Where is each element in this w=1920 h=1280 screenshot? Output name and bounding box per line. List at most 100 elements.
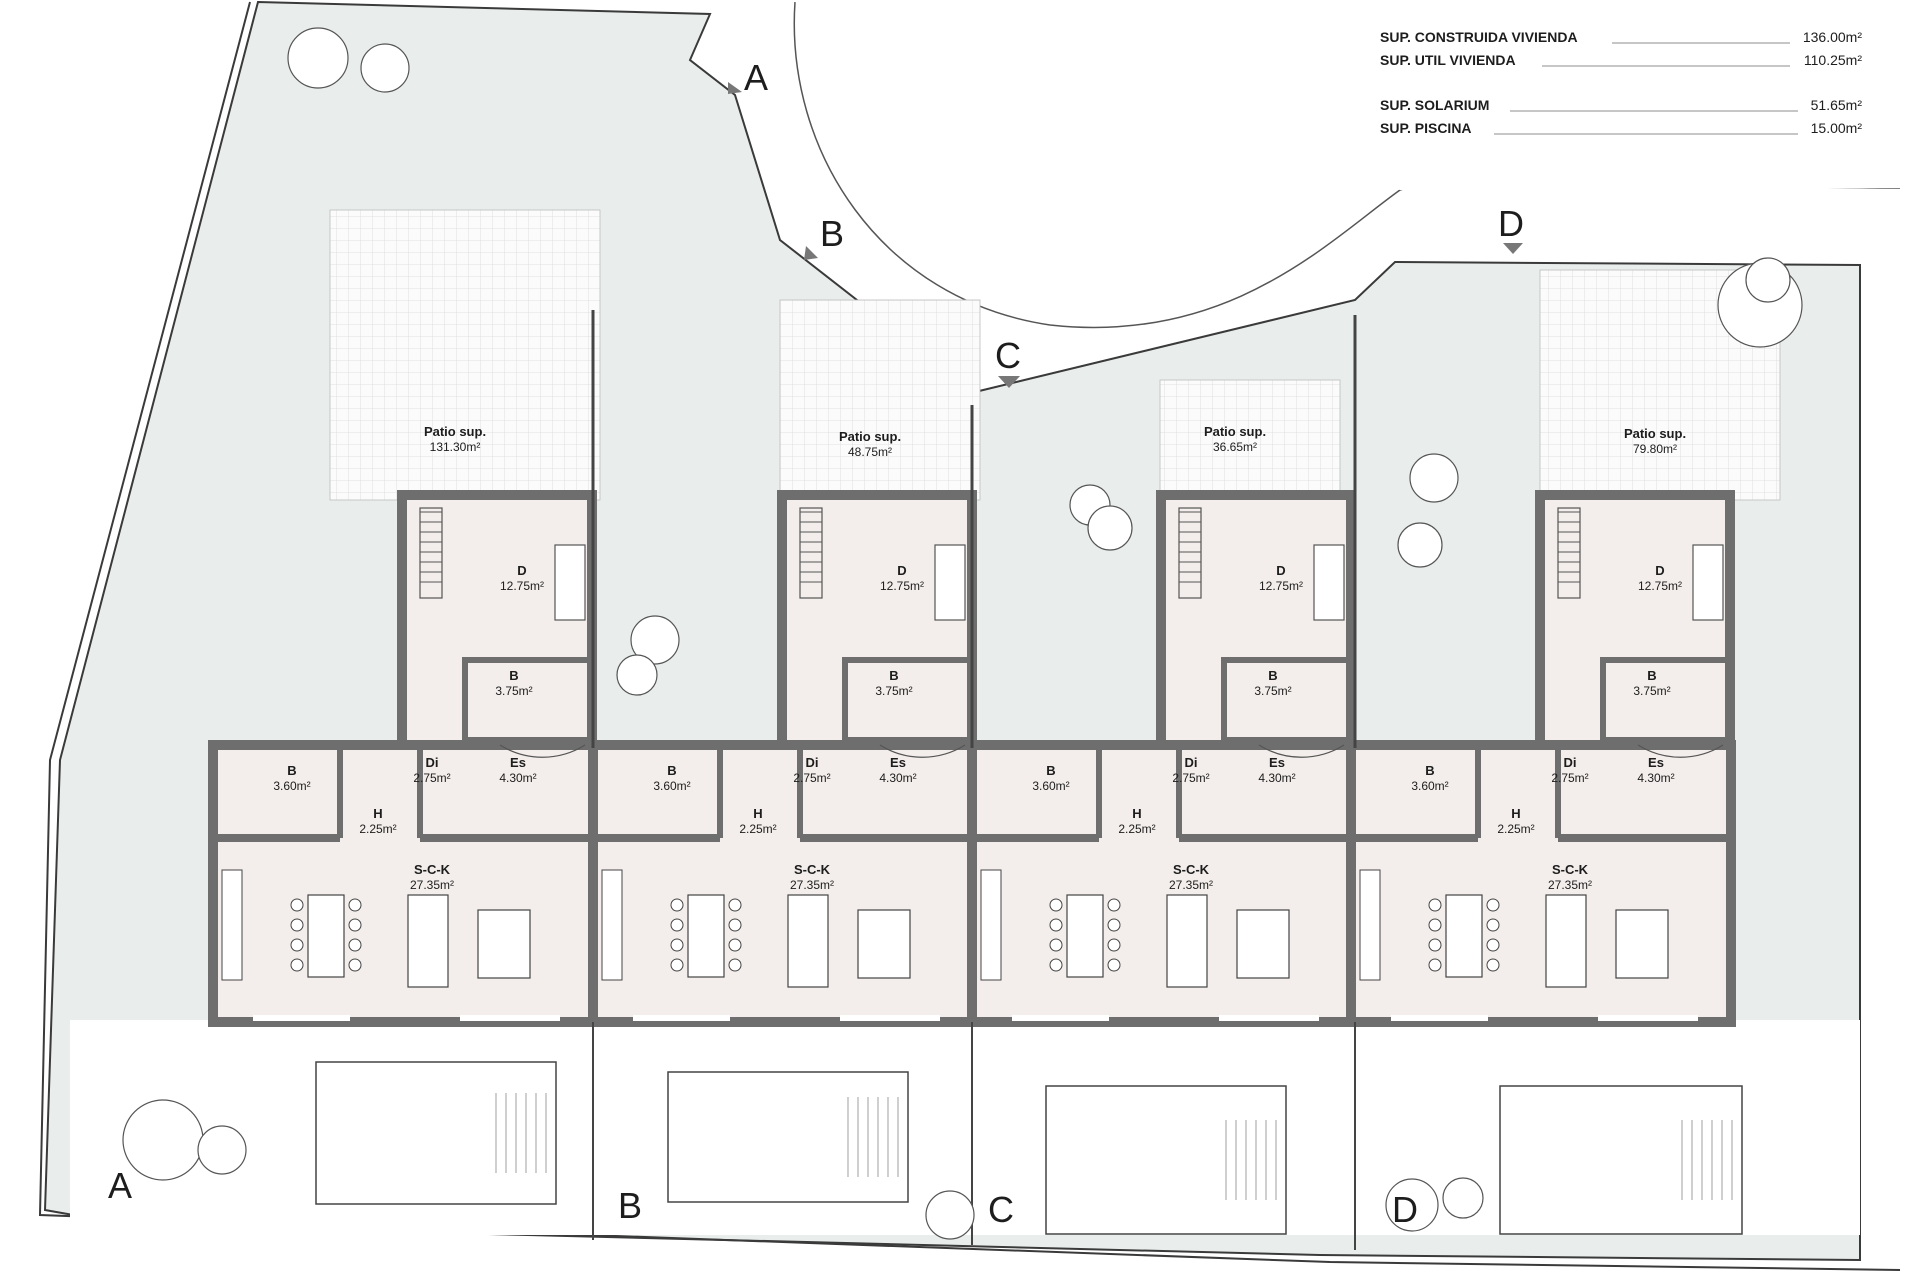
bed — [934, 544, 966, 621]
section-arrow-a-top — [728, 82, 742, 94]
room-area: 2.25m² — [359, 822, 396, 836]
rug — [1615, 909, 1669, 979]
patio-name: Patio sup. — [1204, 424, 1266, 439]
room-area: 2.25m² — [1497, 822, 1534, 836]
room-area: 3.75m² — [875, 684, 912, 698]
pool-1 — [315, 1061, 557, 1205]
room-name: D — [897, 563, 906, 578]
room-name: D — [517, 563, 526, 578]
room-name: S-C-K — [414, 862, 451, 877]
summary-value-2: 51.65m² — [1811, 97, 1863, 113]
pool-4 — [1499, 1085, 1743, 1235]
kitchen-counter — [980, 869, 1002, 981]
summary-value-1: 110.25m² — [1804, 52, 1862, 68]
pool-3 — [1045, 1085, 1287, 1235]
section-label-d-bottom: D — [1392, 1189, 1418, 1230]
room-area: 3.60m² — [273, 779, 310, 793]
room-area: 27.35m² — [790, 878, 834, 892]
room-name: H — [753, 806, 762, 821]
kitchen-counter — [601, 869, 623, 981]
room-area: 3.60m² — [653, 779, 690, 793]
patio-name: Patio sup. — [424, 424, 486, 439]
room-area: 2.25m² — [739, 822, 776, 836]
section-markers: A B C D A B C D — [108, 57, 1524, 1230]
room-area: 27.35m² — [410, 878, 454, 892]
room-name: Di — [426, 755, 439, 770]
tree-symbol — [1442, 1177, 1484, 1219]
room-area: 2.75m² — [1172, 771, 1209, 785]
room-area: 2.25m² — [1118, 822, 1155, 836]
room-name: Es — [1269, 755, 1285, 770]
section-label-b-top: B — [820, 213, 844, 254]
site-outer-line — [38, 1, 1901, 1271]
bed — [554, 544, 586, 621]
room-area: 12.75m² — [500, 579, 544, 593]
room-name: Es — [510, 755, 526, 770]
summary-value-3: 15.00m² — [1811, 120, 1863, 136]
sofa — [1166, 894, 1208, 988]
kitchen-counter — [221, 869, 243, 981]
room-name: D — [1655, 563, 1664, 578]
tree-symbol — [1385, 1178, 1439, 1232]
room-area: 2.75m² — [1551, 771, 1588, 785]
sofa — [1545, 894, 1587, 988]
room-name: H — [1132, 806, 1141, 821]
patio-area: 48.75m² — [848, 445, 892, 459]
rug — [1236, 909, 1290, 979]
room-area: 4.30m² — [499, 771, 536, 785]
tree-symbol — [1087, 505, 1133, 551]
section-arrow-b-top — [804, 246, 818, 260]
tree-symbol — [1409, 453, 1459, 503]
patio-name: Patio sup. — [839, 429, 901, 444]
section-label-a-bottom: A — [108, 1165, 132, 1206]
tree-symbol — [925, 1190, 975, 1240]
room-area: 4.30m² — [879, 771, 916, 785]
room-area: 4.30m² — [1637, 771, 1674, 785]
summary-label-1: SUP. UTIL VIVIENDA — [1380, 52, 1516, 68]
tree-symbol — [1745, 257, 1791, 303]
tree-symbol — [360, 43, 410, 93]
tree-symbol — [1397, 522, 1443, 568]
room-area: 12.75m² — [880, 579, 924, 593]
section-label-b-bottom: B — [618, 1185, 642, 1226]
room-name: D — [1276, 563, 1285, 578]
patio-tiles — [329, 209, 601, 501]
summary-value-0: 136.00m² — [1803, 29, 1862, 45]
patio-area: 36.65m² — [1213, 440, 1257, 454]
unit-1: Patio sup.131.30m²D12.75m²B3.75m²Di2.75m… — [208, 209, 601, 1027]
section-label-c-bottom: C — [988, 1189, 1014, 1230]
section-label-d-top: D — [1498, 203, 1524, 244]
rug — [857, 909, 911, 979]
sofa — [407, 894, 449, 988]
unit-2: Patio sup.48.75m² D12.75m² B 3.75m² Di2.75m²… — [588, 299, 981, 1027]
summary-label-2: SUP. SOLARIUM — [1380, 97, 1489, 113]
room-name: B — [667, 763, 676, 778]
room-name: Di — [806, 755, 819, 770]
room-area: 2.75m² — [793, 771, 830, 785]
room-name: H — [1511, 806, 1520, 821]
room-name: Es — [890, 755, 906, 770]
tree-symbol — [122, 1099, 204, 1181]
room-name: Di — [1185, 755, 1198, 770]
room-area: 12.75m² — [1638, 579, 1682, 593]
room-area: 2.75m² — [413, 771, 450, 785]
section-arrow-d-top — [1503, 243, 1523, 254]
dining-table — [1445, 894, 1483, 978]
section-label-a-top: A — [744, 57, 768, 98]
room-area: 3.75m² — [1633, 684, 1670, 698]
patio-area: 79.80m² — [1633, 442, 1677, 456]
lower-module — [588, 740, 978, 1027]
room-area: 3.75m² — [495, 684, 532, 698]
summary-label-0: SUP. CONSTRUIDA VIVIENDA — [1380, 29, 1578, 45]
pool-2 — [667, 1071, 909, 1203]
room-name: Di — [1564, 755, 1577, 770]
rug — [477, 909, 531, 979]
lower-module — [967, 740, 1357, 1027]
patio-tiles — [779, 299, 981, 501]
dining-table — [687, 894, 725, 978]
sofa — [787, 894, 829, 988]
room-area: 12.75m² — [1259, 579, 1303, 593]
bed — [1313, 544, 1345, 621]
